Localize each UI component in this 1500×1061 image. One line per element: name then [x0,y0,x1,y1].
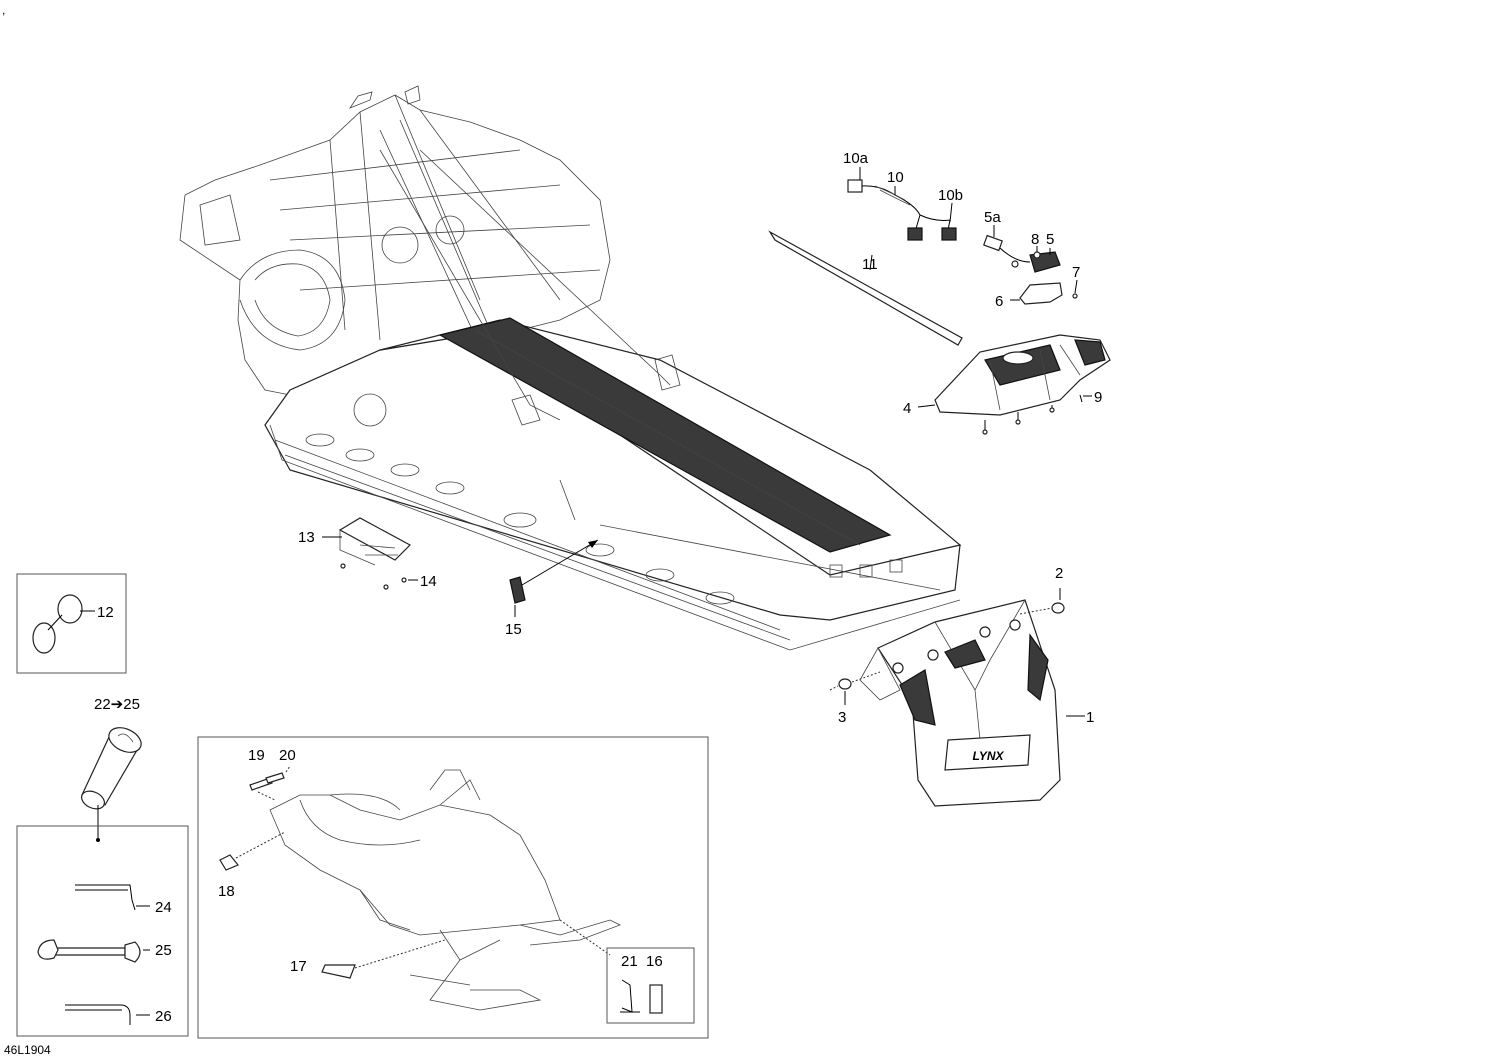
part-21-tool [620,979,640,1013]
drawing-id: 46L1904 [4,1043,51,1057]
part-19-decal [249,777,273,791]
callout-10b: 10b [938,187,963,204]
part-10a-connector [847,179,863,193]
tool-kit-box [16,825,189,1037]
callout-12: 12 [97,604,114,621]
callout-13: 13 [298,529,315,546]
callout-2: 2 [1055,565,1063,582]
part-15-clip [509,576,526,604]
callout-11: 11 [862,256,878,273]
part-25-wrench [37,939,141,963]
part-14-nut [401,577,407,583]
callout-18: 18 [218,883,235,900]
callout-24: 24 [155,899,172,916]
callout-10: 10 [887,169,904,186]
callout-22-25: 22➔25 [94,696,140,713]
corner-mark: , [2,3,5,17]
callout-4: 4 [903,400,911,417]
part-16-decal [649,984,663,1014]
callout-15: 15 [505,621,522,638]
callout-9: 9 [1094,389,1102,406]
callout-8: 8 [1031,231,1039,248]
snowmobile-outline [269,769,621,1011]
part-2-fastener [1051,602,1065,614]
callout-25: 25 [155,942,172,959]
callout-21: 21 [621,953,638,970]
part-26-key [65,1004,131,1025]
chassis-frame-drawing [179,85,962,651]
part-11-strip [768,230,963,346]
part-5a-connector [983,234,1003,252]
part-18-decal [219,854,239,871]
tool-kit-bag [81,727,142,810]
part-3-fastener [838,678,852,690]
lynx-logo: LYNX [972,749,1004,763]
callout-6: 6 [995,293,1003,310]
callout-16: 16 [646,953,663,970]
decal-detail-box [606,947,695,1024]
part-10b-connector [907,227,923,241]
callout-3: 3 [838,709,846,726]
decal-location-box [197,736,709,1039]
part-7-screw [1072,293,1078,299]
part-1-rear-flap: LYNX [859,599,1061,807]
part-8-grommet [1033,251,1041,259]
callout-5: 5 [1046,231,1054,248]
callout-26: 26 [155,1008,172,1025]
part-6-bracket [1019,282,1063,305]
part-12-detail-box [16,573,127,674]
callout-17: 17 [290,958,307,975]
part-20-decal [265,772,285,784]
callout-5a: 5a [984,209,1001,226]
callout-labels: 1 2 3 4 5 5a 6 7 8 9 10 10a 10b 11 12 13… [94,150,1102,1025]
part-12-mirror [57,594,83,624]
callout-14: 14 [420,573,437,590]
part-13-bracket [338,517,411,561]
leader-lines [80,167,1092,717]
callout-7: 7 [1072,264,1080,281]
part-17-decal [321,964,356,979]
part-24-key [75,884,136,911]
callout-10a: 10a [843,150,869,167]
callout-20: 20 [279,747,296,764]
callout-19: 19 [248,747,265,764]
part-4-light-housing [934,334,1111,416]
callout-1: 1 [1086,709,1094,726]
